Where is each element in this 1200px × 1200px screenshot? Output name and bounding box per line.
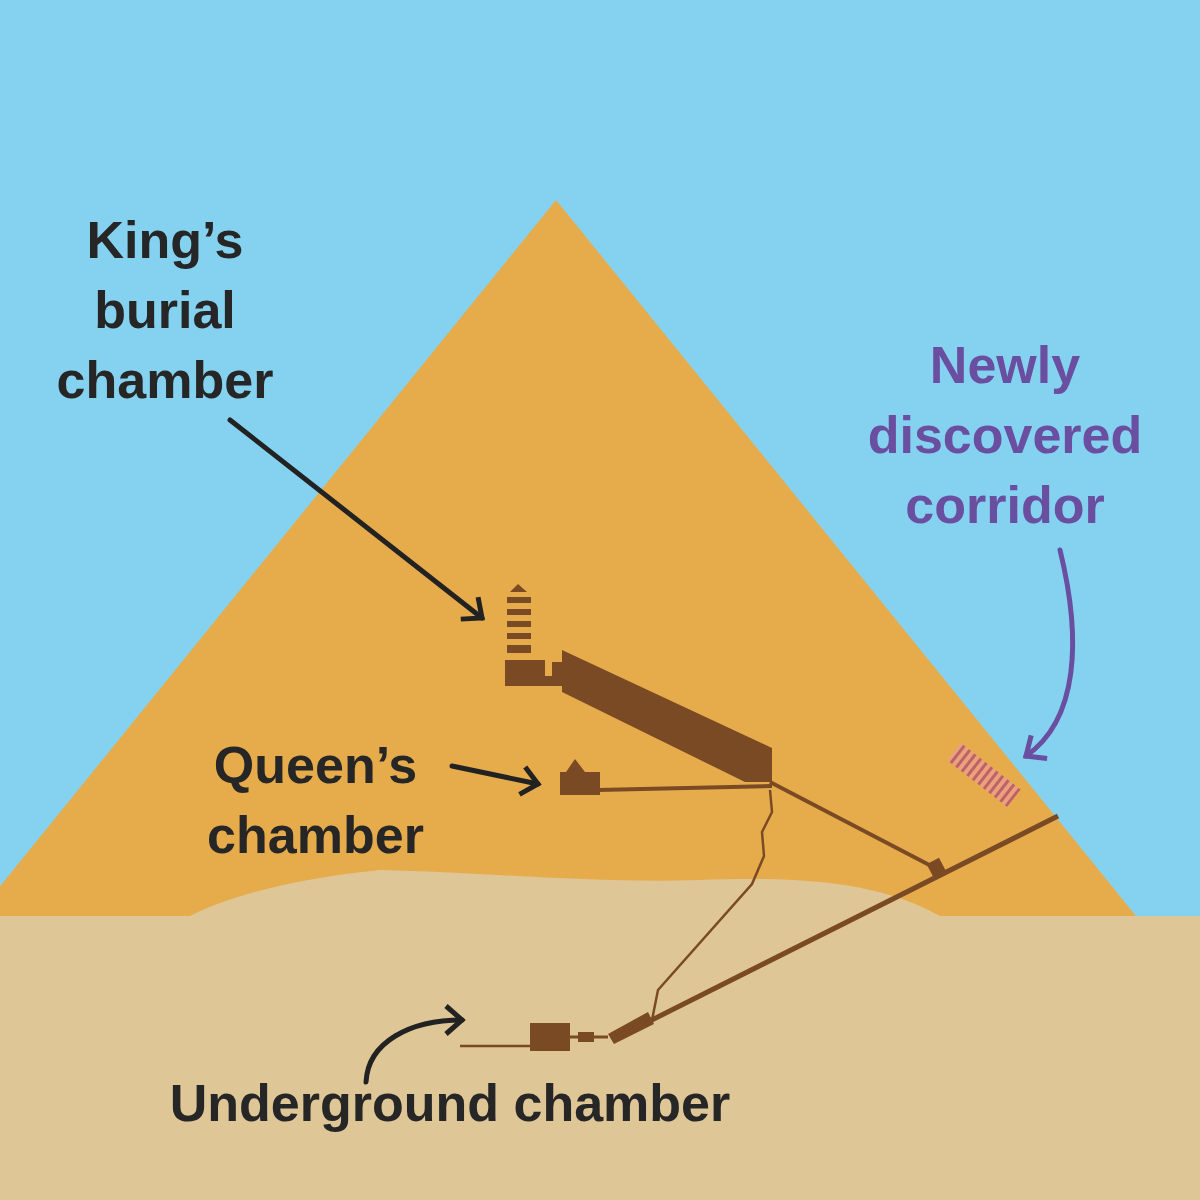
short-passage [570,1036,608,1039]
corridor-label: Newly discovered corridor [825,330,1185,540]
relieving-chamber [507,621,531,627]
chamber-label: Underground chamber [85,1068,815,1138]
dead-end-tunnel [460,1045,530,1048]
horizontal-passage [598,786,772,790]
relieving-roof [510,584,527,592]
relieving-chamber [507,645,531,653]
well-shaft [652,790,772,1020]
kings-chamber [505,660,562,686]
grand-gallery [562,650,772,782]
underground-chamber [530,1023,570,1051]
leader-arrow [230,420,482,618]
new-corridor [947,743,1020,807]
chamber-label: Queen’s chamber [178,730,453,870]
pyramid [0,200,1136,916]
ascending-passage [770,782,937,869]
descending-passage [612,816,1058,1040]
leader-arrow [1026,550,1073,756]
relieving-chamber [507,633,531,639]
leader-arrow [452,766,538,784]
ground [0,870,1200,1200]
chamber-label: King’s burial chamber [15,205,315,415]
relieving-chamber [507,609,531,615]
queens-chamber [560,759,600,795]
leader-arrow [366,1020,462,1082]
relieving-chamber [507,597,531,603]
